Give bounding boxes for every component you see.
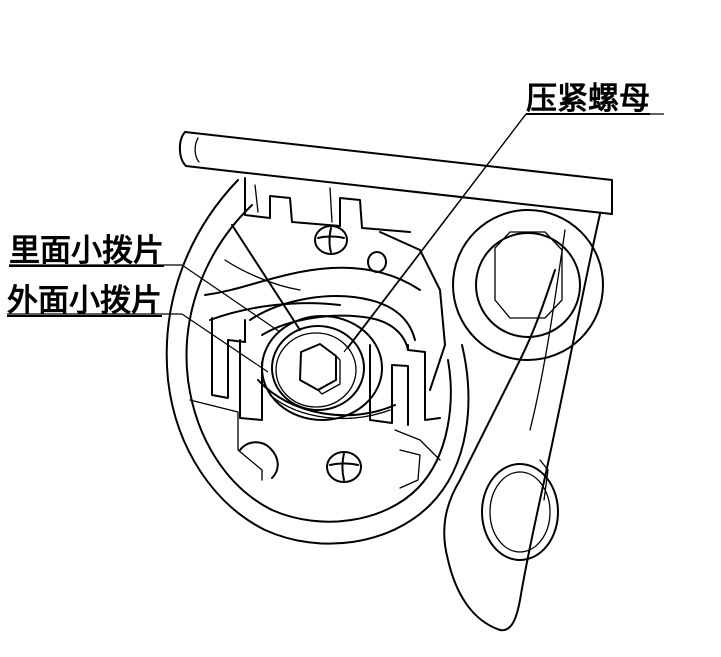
side-bracket [443,209,604,632]
round-housing [165,179,470,545]
bottom-screw [326,451,362,483]
top-rail [178,131,613,215]
inner-small-pick-label: 里面小拨片 [9,233,164,269]
leader-lines [7,113,664,373]
side-screw-hole [367,251,387,273]
outer-small-pick-label: 外面小拨片 [7,283,162,319]
compression-nut-label: 压紧螺母 [526,81,650,117]
pick-plates [249,295,416,419]
mount-plate [189,177,446,489]
top-screw [314,225,348,255]
